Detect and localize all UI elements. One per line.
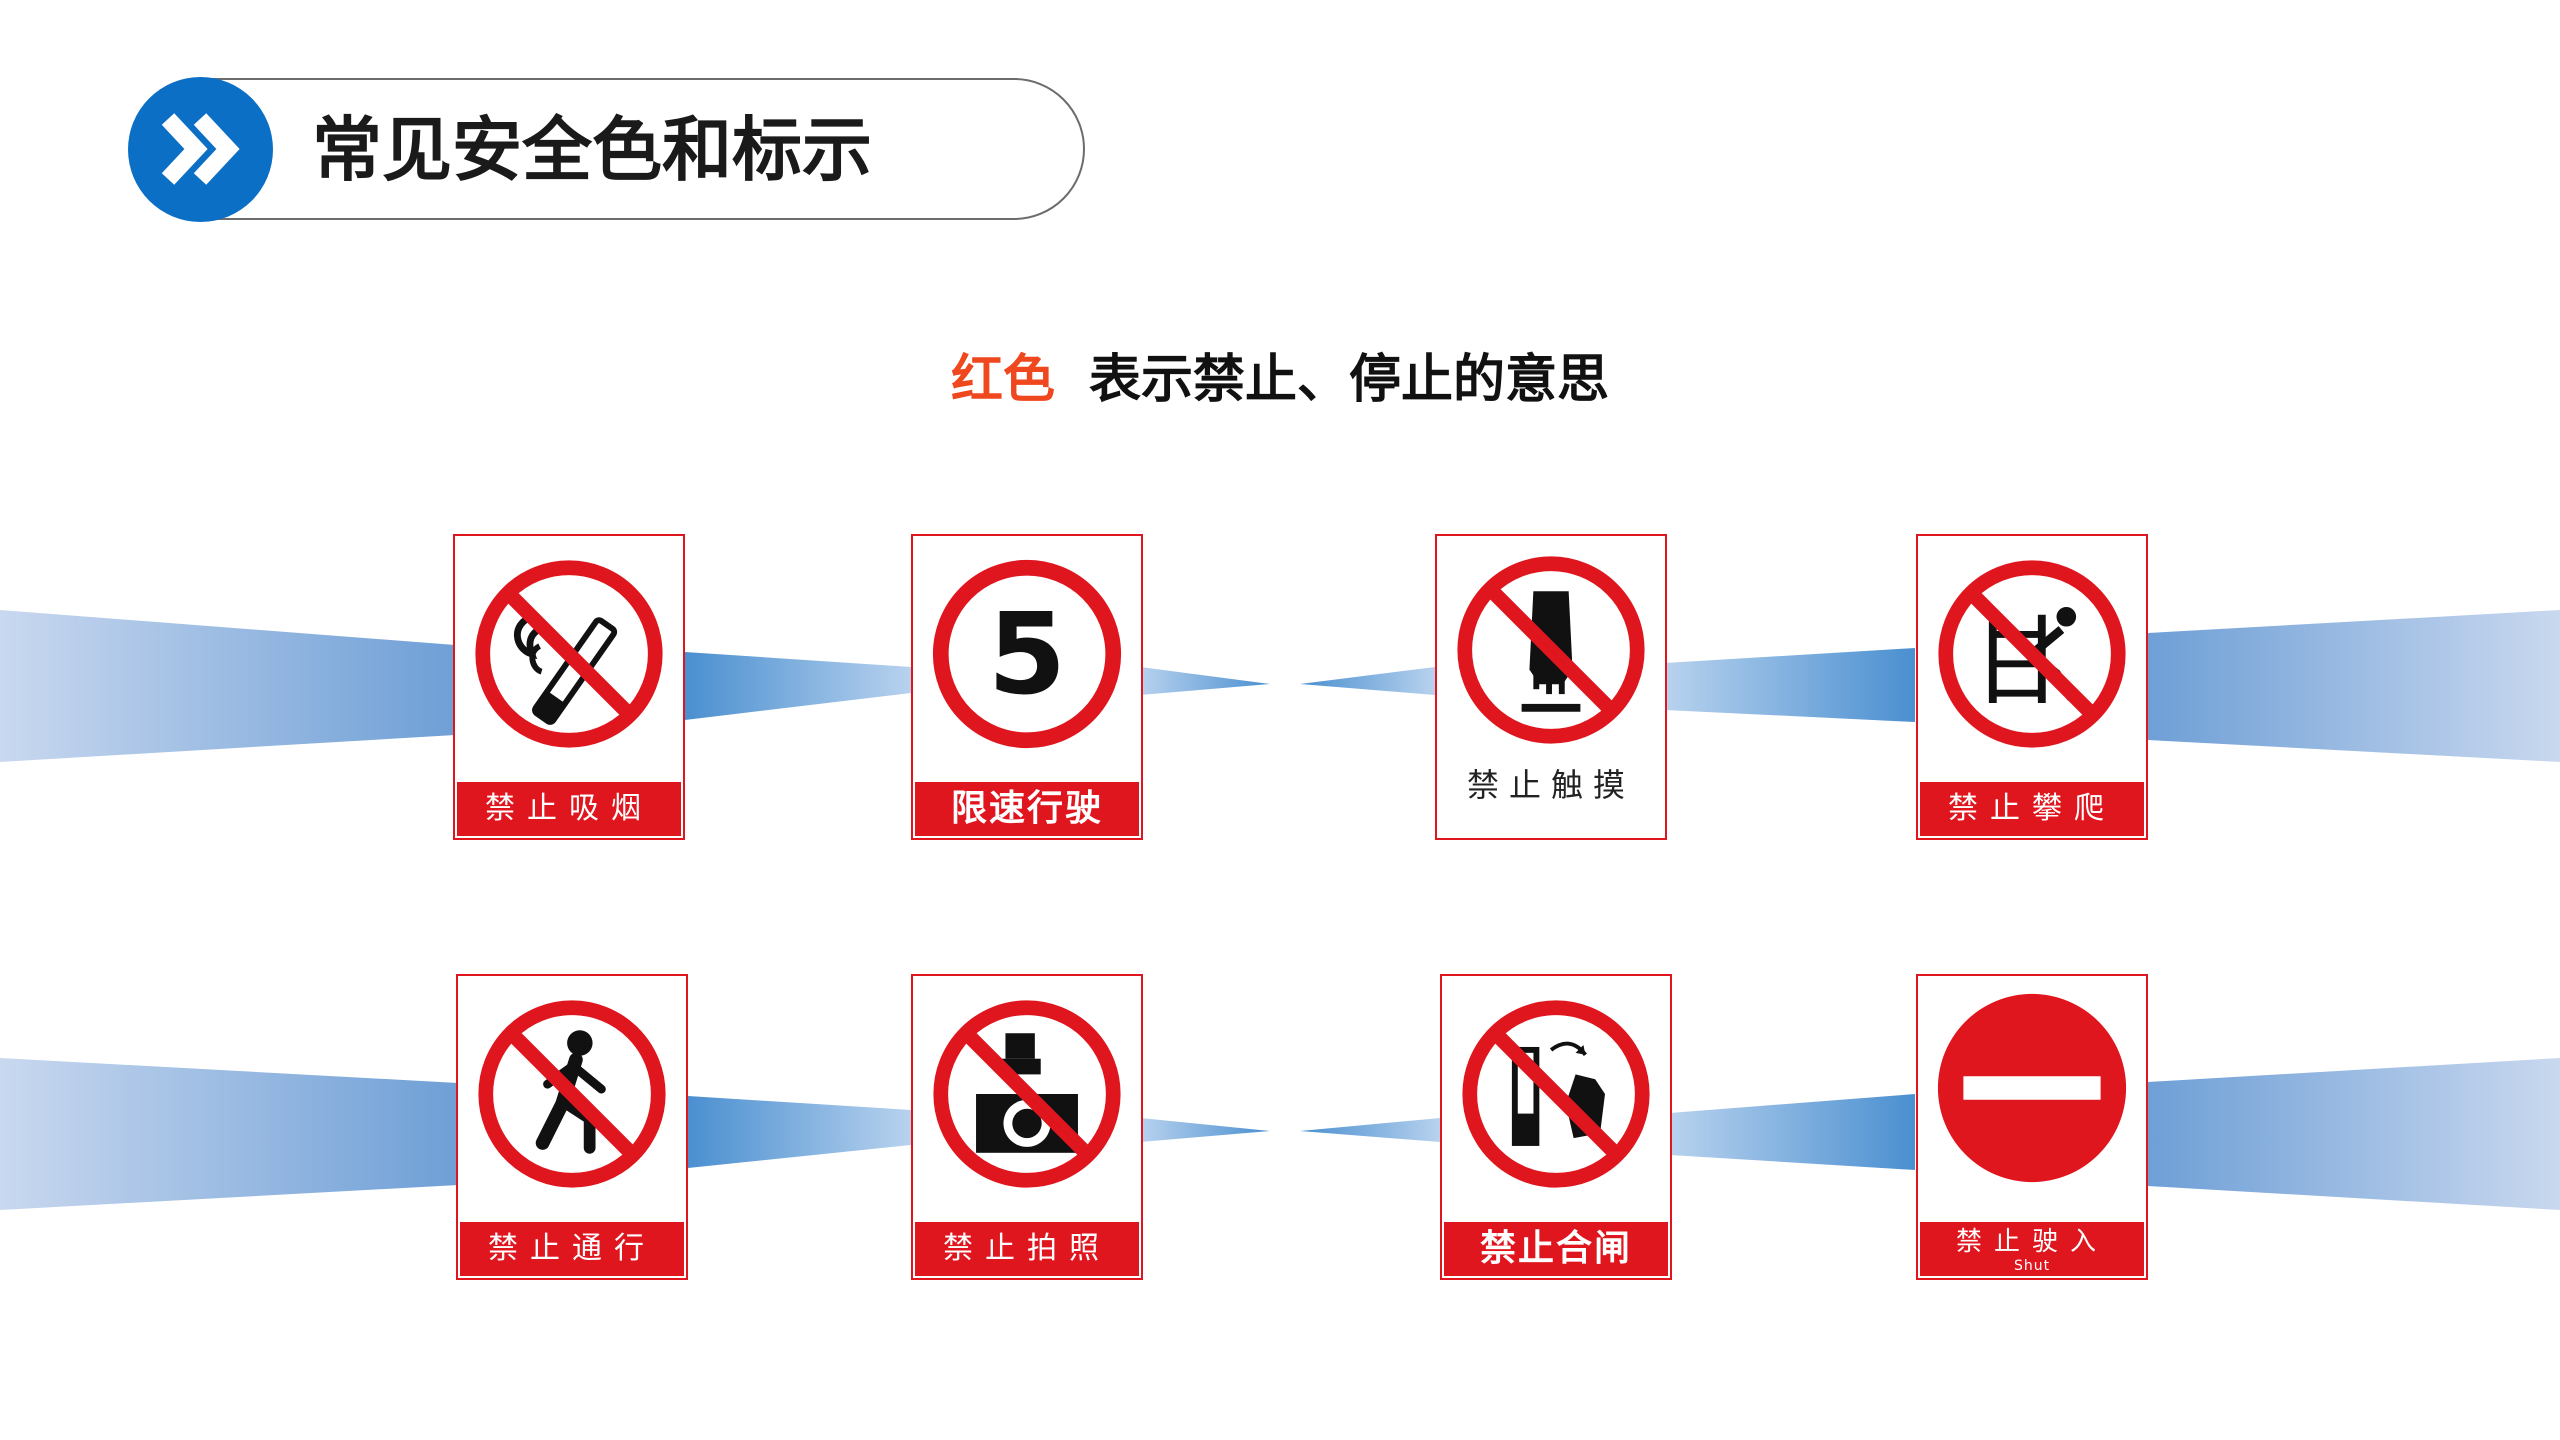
no-smoking-icon: [475, 560, 663, 748]
sign-no-touching: 禁止触摸: [1435, 534, 1667, 840]
sign-speed-limit: 5 限速行驶: [911, 534, 1143, 840]
sign-label: 禁止拍照: [915, 1222, 1139, 1276]
sign-label-text: 禁止驶入: [1955, 1227, 2108, 1257]
sign-sublabel: Shut: [2013, 1258, 2051, 1274]
speed-limit-icon: 5: [932, 559, 1122, 749]
sign-label: 禁止触摸: [1466, 766, 1635, 804]
no-touching-icon: [1457, 556, 1645, 744]
title-badge: [128, 77, 273, 222]
subtitle-text: 表示禁止、停止的意思: [1089, 350, 1610, 410]
title-bar: [130, 78, 1085, 220]
sign-label: 禁止合闸: [1444, 1222, 1668, 1276]
sign-no-entry: 禁止驶入 Shut: [1916, 974, 2148, 1280]
no-entry-icon: [1937, 993, 2127, 1183]
sign-no-switching-on: 禁止合闸: [1440, 974, 1672, 1280]
sign-no-smoking: 禁止吸烟: [453, 534, 685, 840]
no-photography-icon: [933, 1000, 1121, 1188]
speed-limit-number: 5: [988, 588, 1066, 720]
subtitle-highlight: 红色: [950, 350, 1055, 410]
no-climbing-icon: [1938, 560, 2126, 748]
sign-label: 禁止攀爬: [1920, 782, 2144, 836]
no-passing-icon: [478, 1000, 666, 1188]
sign-no-climbing: 禁止攀爬: [1916, 534, 2148, 840]
sign-no-photography: 禁止拍照: [911, 974, 1143, 1280]
sign-label: 禁止通行: [460, 1222, 684, 1276]
sign-label: 禁止驶入 Shut: [1920, 1222, 2144, 1276]
subtitle: 红色表示禁止、停止的意思: [0, 345, 2560, 415]
sign-label: 禁止吸烟: [457, 782, 681, 836]
no-switching-on-icon: [1462, 1000, 1650, 1188]
page-title: 常见安全色和标示: [312, 108, 872, 191]
sign-no-passing: 禁止通行: [456, 974, 688, 1280]
sign-label: 限速行驶: [915, 782, 1139, 836]
double-chevron-right-icon: [161, 113, 240, 185]
